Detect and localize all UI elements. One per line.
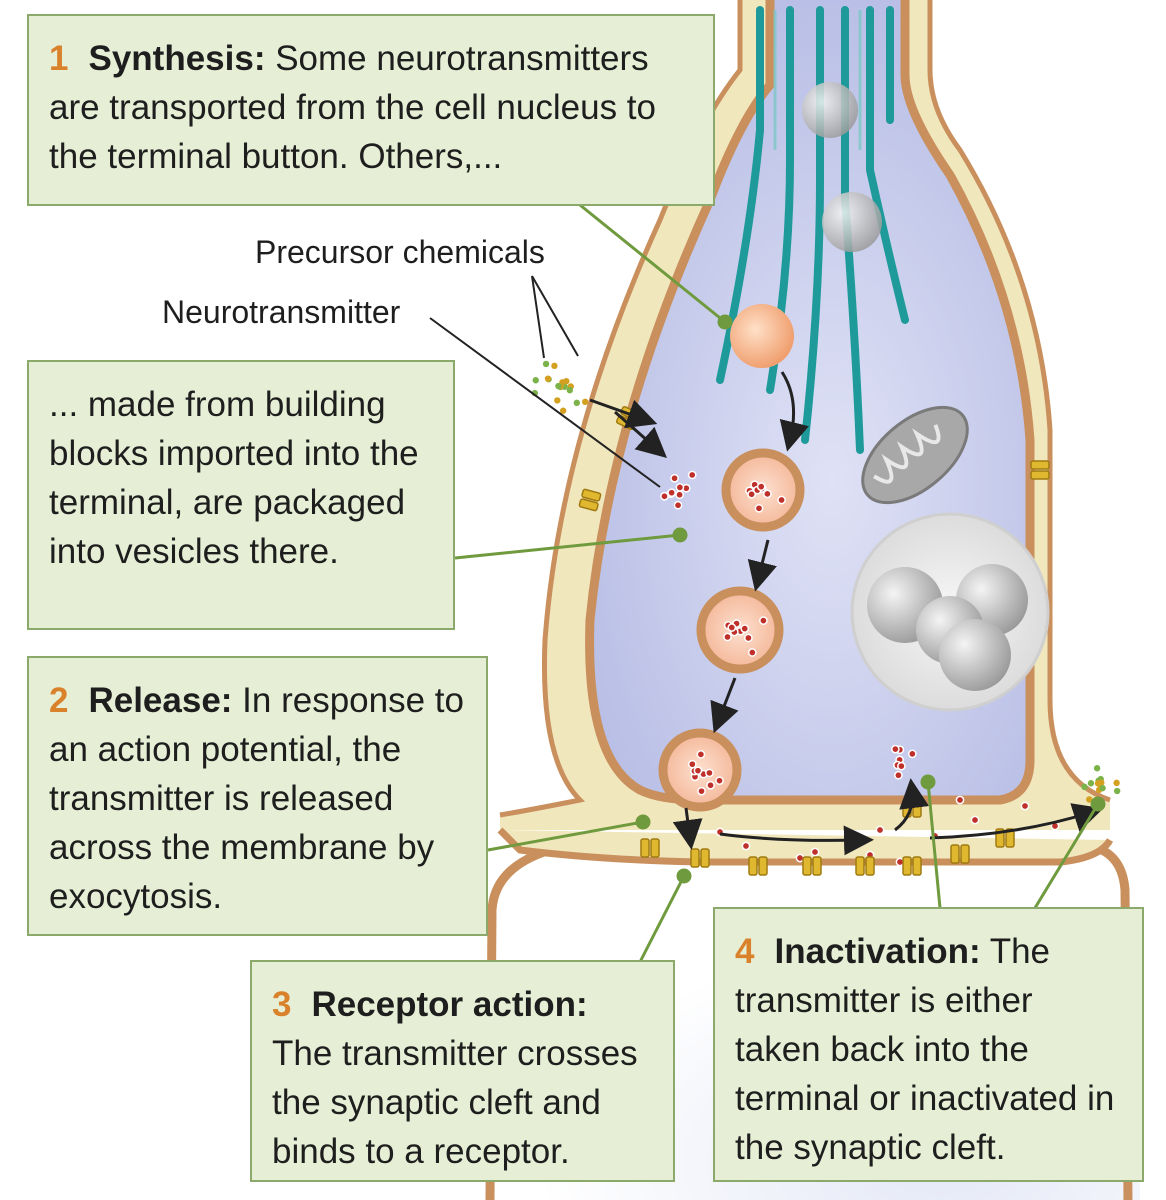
molecule-dot	[566, 386, 574, 394]
molecule-dot	[1086, 796, 1093, 803]
molecule-dot	[1113, 779, 1120, 787]
molecule-dot	[744, 633, 753, 643]
step4-text: The transmitter is either taken back int…	[735, 932, 1115, 1167]
multivesicular-body	[850, 512, 1050, 712]
molecule-dot	[706, 780, 715, 790]
step3-title: Receptor action:	[311, 985, 588, 1024]
molecule-dot	[741, 841, 751, 851]
molecule-dot	[740, 624, 750, 633]
step4-number: 4	[735, 932, 755, 971]
step4-inactivation-box: 4 Inactivation: The transmitter is either…	[713, 907, 1144, 1182]
molecule-dot	[554, 397, 561, 404]
molecule-dot	[763, 489, 772, 499]
receptor-channel	[578, 488, 602, 512]
molecule-dot	[693, 766, 703, 776]
step2-release-box: 2 Release: In response to an action poten…	[27, 656, 488, 936]
molecule-dot	[667, 488, 676, 498]
molecule-dot	[907, 749, 917, 759]
receptor-channel	[748, 856, 768, 876]
molecule-dot	[573, 399, 581, 407]
molecule-dot	[715, 776, 724, 786]
molecule-dot	[673, 500, 683, 510]
molecule-dot	[687, 759, 697, 769]
receptor-channel	[1030, 460, 1050, 480]
molecule-dot	[727, 623, 737, 632]
molecule-dot	[551, 362, 558, 370]
molecule-dot	[687, 470, 697, 480]
molecule-dot	[723, 632, 732, 642]
step1-text: Some neurotransmitters are transported f…	[49, 39, 656, 176]
step1-synthesis-box: 1 Synthesis: Some neurotransmitters are t…	[27, 14, 715, 206]
molecule-dot	[675, 483, 685, 492]
receptor-channel	[640, 838, 660, 858]
step2-number: 2	[49, 681, 69, 720]
mitochondrion-icon	[861, 405, 969, 505]
molecule-dot	[970, 815, 980, 825]
molecule-dot	[544, 375, 552, 382]
molecule-dot	[1020, 801, 1030, 811]
molecule-dot	[897, 761, 906, 771]
molecule-dot	[581, 398, 589, 406]
transport-granule-2	[822, 192, 882, 252]
molecule-dot	[1098, 779, 1105, 786]
molecule-dot	[747, 648, 757, 657]
molecule-dot	[697, 786, 706, 796]
transport-granule-1	[802, 82, 858, 138]
molecule-dot	[1099, 784, 1106, 792]
label-pointers	[429, 275, 661, 488]
molecule-dot	[542, 360, 550, 368]
molecule-dot	[1087, 780, 1095, 787]
molecule-dot	[555, 382, 562, 390]
molecule-dot	[759, 616, 768, 625]
precursor-dots	[531, 360, 1121, 803]
molecule-dot	[747, 489, 756, 499]
step1b-text: ... made from building blocks imported i…	[49, 385, 419, 571]
molecule-dot	[705, 768, 714, 778]
molecule-dot	[675, 490, 684, 500]
molecule-dot	[777, 495, 786, 505]
step1-number: 1	[49, 39, 69, 78]
molecule-dot	[1081, 783, 1088, 791]
molecule-dot	[559, 407, 567, 414]
step2-title: Release:	[88, 681, 233, 720]
receptor-channel	[950, 844, 970, 864]
step4-title: Inactivation:	[774, 932, 981, 971]
receptor-channel	[902, 856, 922, 876]
receptor-channel	[802, 856, 822, 876]
neurotransmitter-label: Neurotransmitter	[162, 294, 401, 330]
neurotransmitter-granule	[730, 304, 794, 368]
molecule-dot	[660, 491, 669, 501]
molecule-dot	[756, 482, 766, 492]
molecule-dot	[810, 847, 820, 857]
step3-number: 3	[272, 985, 292, 1024]
molecule-dot	[894, 770, 903, 780]
molecule-dot	[1113, 787, 1121, 795]
flow-arrows	[589, 371, 1104, 856]
precursor-label: Precursor chemicals	[255, 234, 545, 270]
step1b-packaging-box: ... made from building blocks imported i…	[27, 360, 455, 630]
leader-lines	[454, 203, 1106, 963]
molecule-dot	[1093, 765, 1101, 772]
step3-receptor-box: 3 Receptor action: The transmitter crosse…	[250, 960, 675, 1182]
step1-title: Synthesis:	[88, 39, 266, 78]
receptor-channel	[855, 856, 875, 876]
step2-text: In response to an action potential, the …	[49, 681, 464, 916]
molecule-dot	[875, 825, 885, 835]
molecule-dot	[670, 473, 679, 483]
step3-text: The transmitter crosses the synaptic cle…	[272, 1034, 638, 1171]
molecule-dot	[696, 750, 706, 759]
molecule-dot	[532, 377, 539, 384]
molecule-dot	[754, 503, 764, 513]
molecule-dot	[955, 795, 965, 805]
molecule-dot	[891, 744, 900, 754]
